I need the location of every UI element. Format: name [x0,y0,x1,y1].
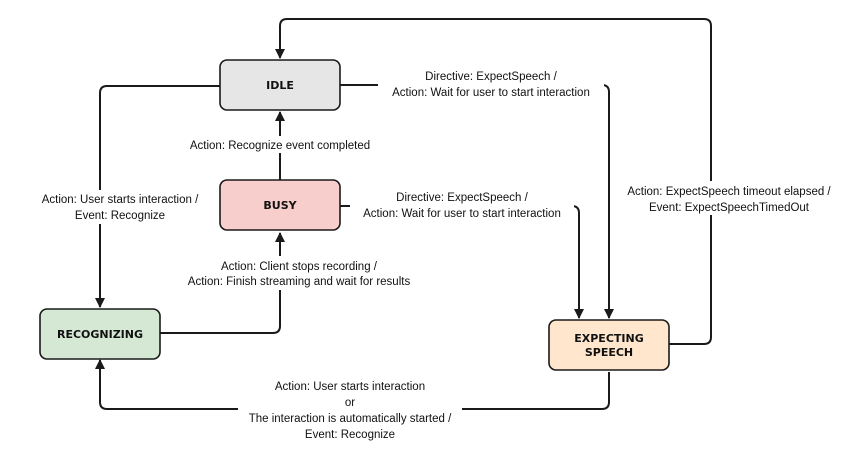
state-recognizing-label: RECOGNIZING [57,328,143,341]
label-expecting-to-idle-line1: Action: ExpectSpeech timeout elapsed / [627,186,831,198]
label-recognizing-to-busy-line1: Action: Client stops recording / [221,261,378,273]
state-recognizing: RECOGNIZING [39,308,161,360]
edge-expecting-to-idle [275,18,712,345]
label-expecting-to-idle: Action: ExpectSpeech timeout elapsed / E… [618,181,840,215]
state-expecting-speech-label-line1: EXPECTING [574,332,643,345]
state-idle-label: IDLE [266,79,294,92]
label-expecting-to-idle-line2: Event: ExpectSpeechTimedOut [649,202,810,214]
label-recognizing-to-busy: Action: Client stops recording / Action:… [178,256,420,290]
label-idle-to-recognizing-line1: Action: User starts interaction / [42,194,199,206]
state-idle: IDLE [219,59,341,111]
edge-recognizing-to-busy [160,232,285,334]
state-expecting-speech: EXPECTING SPEECH [548,319,670,371]
label-expecting-to-recognizing-line3: The interaction is automatically started… [249,413,452,425]
label-expecting-to-recognizing-line1: Action: User starts interaction [275,381,425,393]
label-idle-to-expecting-line1: Directive: ExpectSpeech / [425,71,557,83]
label-idle-to-expecting-line2: Action: Wait for user to start interacti… [392,87,590,99]
state-expecting-speech-label-line2: SPEECH [585,346,633,359]
label-expecting-to-recognizing-line2: or [345,397,355,409]
label-expecting-to-recognizing-line4: Event: Recognize [305,429,395,441]
edge-idle-to-recognizing [95,85,220,308]
state-expecting-speech-box [548,319,670,371]
label-busy-to-expecting: Directive: ExpectSpeech / Action: Wait f… [350,187,574,221]
label-busy-to-expecting-line2: Action: Wait for user to start interacti… [363,208,561,220]
state-idle-box [219,59,341,111]
label-idle-to-expecting: Directive: ExpectSpeech / Action: Wait f… [378,66,604,100]
state-busy-label: BUSY [263,199,297,212]
label-expecting-to-recognizing: Action: User starts interaction or The i… [238,376,462,442]
label-idle-to-recognizing-line2: Event: Recognize [75,210,165,222]
state-busy: BUSY [219,179,341,231]
label-busy-to-idle-line1: Action: Recognize event completed [190,140,370,152]
label-busy-to-expecting-line1: Directive: ExpectSpeech / [396,192,528,204]
state-recognizing-box [39,308,161,360]
label-idle-to-recognizing: Action: User starts interaction / Event:… [34,190,206,224]
state-busy-box [219,179,341,231]
label-busy-to-idle: Action: Recognize event completed [184,136,376,153]
label-recognizing-to-busy-line2: Action: Finish streaming and wait for re… [188,276,411,288]
